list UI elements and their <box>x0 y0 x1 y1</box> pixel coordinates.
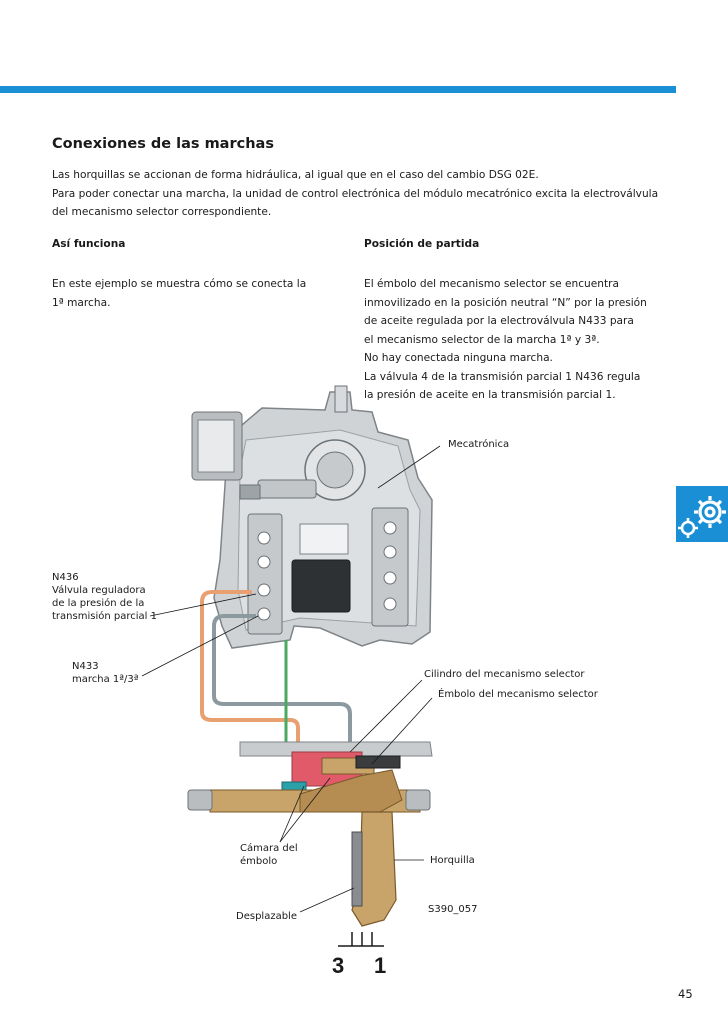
leader-camara-a <box>279 785 305 843</box>
oil-line-grey <box>212 614 352 752</box>
label-camara: Cámara del émbolo <box>240 842 298 868</box>
label-line: de la presión de la <box>52 598 145 609</box>
text-line: 1ª marcha. <box>52 296 111 309</box>
header-bar <box>0 86 676 93</box>
gear-icon <box>678 496 726 538</box>
text-line: el mecanismo selector de la marcha 1ª y … <box>364 333 600 346</box>
label-horquilla: Horquilla <box>430 855 475 866</box>
right-column-heading: Posición de partida <box>364 238 480 250</box>
label-line: transmisión parcial 1 <box>52 611 157 622</box>
rail-end-left <box>187 789 213 811</box>
gear-label-1: 1 <box>374 953 386 978</box>
text-line: la presión de aceite en la transmisión p… <box>364 389 616 401</box>
label-line: N436 <box>52 572 79 583</box>
label-line: marcha 1ª/3ª <box>72 674 139 685</box>
control-unit-block <box>291 559 351 613</box>
text-line: En este ejemplo se muestra cómo se conec… <box>52 278 307 290</box>
leader-n433 <box>141 615 259 677</box>
left-column-text: En este ejemplo se muestra cómo se conec… <box>52 275 306 312</box>
intro-paragraph: Las horquillas se accionan de forma hidr… <box>52 166 672 222</box>
synchro-ring <box>351 831 363 907</box>
figure-code: S390_057 <box>428 904 478 915</box>
rail-end-right <box>405 789 431 811</box>
solenoid-block-left <box>247 513 283 635</box>
leader-n436 <box>149 593 257 617</box>
intro-line: Las horquillas se accionan de forma hidr… <box>52 169 539 181</box>
label-line: N433 <box>72 661 99 672</box>
oil-line-orange <box>200 590 300 752</box>
text-line: La válvula 4 de la transmisión parcial 1… <box>364 370 641 383</box>
text-line: No hay conectada ninguna marcha. <box>364 352 553 364</box>
label-line: Válvula reguladora <box>52 585 146 596</box>
top-pin <box>334 385 348 413</box>
solenoid-block-right <box>371 507 409 627</box>
leader-desplazable <box>299 887 355 913</box>
label-n436: N436 Válvula reguladora de la presión de… <box>52 571 157 623</box>
leader-cilindro <box>349 679 423 753</box>
base-plate <box>239 741 433 757</box>
page-number: 45 <box>678 987 693 1001</box>
section-tab <box>676 486 728 542</box>
label-mecatronica: Mecatrónica <box>448 439 510 450</box>
leader-camara-b <box>279 777 331 843</box>
label-n433: N433 marcha 1ª/3ª <box>72 660 138 686</box>
text-line: El émbolo del mecanismo selector se encu… <box>364 278 619 290</box>
text-line: inmovilizado en la posición neutral “N” … <box>364 296 647 309</box>
intro-line: Para poder conectar una marcha, la unida… <box>52 187 659 200</box>
label-line: émbolo <box>240 856 278 867</box>
left-column-heading: Así funciona <box>52 238 126 250</box>
right-column-text: El émbolo del mecanismo selector se encu… <box>364 275 647 405</box>
label-line: Cámara del <box>240 843 298 854</box>
valve-bar-top <box>257 479 317 499</box>
gear-label-3: 3 <box>332 953 344 978</box>
label-cilindro: Cilindro del mecanismo selector <box>424 669 585 680</box>
text-line: de aceite regulada por la electroválvula… <box>364 315 634 327</box>
label-embolo: Émbolo del mecanismo selector <box>438 689 598 700</box>
page-title: Conexiones de las marchas <box>52 136 274 152</box>
intro-line: del mecanismo selector correspondiente. <box>52 206 272 218</box>
leader-mecatronica <box>377 445 441 489</box>
leader-embolo <box>371 697 433 765</box>
label-desplazable: Desplazable <box>236 911 297 922</box>
